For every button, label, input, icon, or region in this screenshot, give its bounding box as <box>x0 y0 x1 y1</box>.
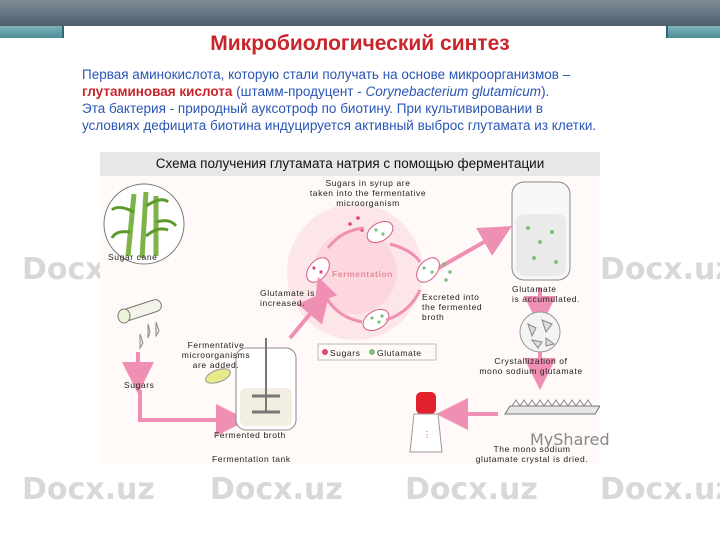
label-line: increased. <box>260 298 306 308</box>
top-bar <box>0 0 720 26</box>
label-line: mono sodium glutamate <box>479 366 583 376</box>
accent-right <box>666 26 720 38</box>
crystal-icon <box>519 311 561 353</box>
intro-text: Первая аминокислота, которую стали получ… <box>82 66 682 134</box>
strain-text: (штамм-продуцент - <box>232 84 366 99</box>
label-line: the fermented <box>422 302 483 312</box>
label-line: Crystallization of <box>494 356 568 366</box>
text-line-2: глутаминовая кислота (штамм-продуцент - … <box>82 83 682 100</box>
label-line: The mono sodium <box>493 444 571 454</box>
legend-glutamate-dot <box>369 349 375 355</box>
label-fermentative-microorganisms: Fermentative microorganisms are added. <box>170 340 262 370</box>
watermark: Docx.uz <box>210 472 343 507</box>
watermark: Docx.uz <box>22 472 155 507</box>
capsule-icon <box>205 368 231 384</box>
myshared-logo: MyShared <box>530 430 610 449</box>
arrow-tank-up <box>288 289 331 340</box>
label-line: are added. <box>192 360 240 370</box>
label-sugar-cane: Sugar cane <box>108 252 158 262</box>
label-line: microorganisms <box>181 350 251 360</box>
label-glutamate-accumulated: Glutamate is accumulated. <box>512 284 580 304</box>
label-line: broth <box>422 312 445 322</box>
legend-sugar-dot <box>322 349 328 355</box>
arrow-sugars-to-tank <box>138 390 248 436</box>
watermark: Docx.uz <box>600 472 720 507</box>
watermark: Docx.uz <box>600 252 720 287</box>
label-fermented-broth: Fermented broth <box>214 430 286 440</box>
label-line: is accumulated. <box>512 294 581 304</box>
label-line: taken into the fermentative <box>309 188 427 198</box>
fermentation-tank-icon <box>235 338 297 431</box>
accumulation-tank-icon <box>511 181 571 281</box>
scheme-title: Схема получения глутамата натрия с помощ… <box>100 152 600 176</box>
label-line: glutamate crystal is dried. <box>475 454 589 464</box>
label-fermentation-tank: Fermentation tank <box>212 454 291 464</box>
cut-cane-icon <box>117 299 162 350</box>
label-line: Glutamate is <box>260 288 315 298</box>
sugar-cane-icon <box>103 183 185 265</box>
label-glutamate-increased: Glutamate is increased. <box>260 288 315 308</box>
strain-text-end: ). <box>541 84 550 99</box>
legend-box <box>317 343 437 361</box>
legend-sugars: Sugars <box>330 348 361 358</box>
legend-glutamate: Glutamate <box>377 348 422 358</box>
label-sugars: Sugars <box>124 380 155 390</box>
label-line: Excreted into <box>422 292 480 302</box>
accent-left <box>0 26 64 38</box>
glutamic-acid-highlight: глутаминовая кислота <box>82 84 233 99</box>
slide-title: Микробиологический синтез <box>210 32 510 55</box>
label-line: Fermentative <box>187 340 245 350</box>
svg-text:⋮: ⋮ <box>423 430 431 439</box>
scheme-illustration: ⋮ <box>103 181 600 453</box>
label-crystal-dried: The mono sodium glutamate crystal is dri… <box>464 444 600 464</box>
drying-belt-icon <box>504 399 600 415</box>
text-line-3: Эта бактерия - природный ауксотроф по би… <box>82 101 544 116</box>
msg-bottle-icon: ⋮ <box>409 392 443 453</box>
microorganism-cells <box>306 216 452 331</box>
watermark: Docx.uz <box>405 472 538 507</box>
strain-name: Corynebacterium glutamicum <box>365 84 542 99</box>
label-sugars-in-syrup: Sugars in syrup are taken into the ferme… <box>298 178 438 208</box>
label-line: Glutamate <box>512 284 557 294</box>
label-excreted: Excreted into the fermented broth <box>422 292 482 322</box>
text-line-1: Первая аминокислота, которую стали получ… <box>82 67 571 82</box>
text-line-4: условиях дефицита биотина индуцируется а… <box>82 118 597 133</box>
label-line: Sugars in syrup are <box>325 178 411 188</box>
label-line: microorganism <box>336 198 400 208</box>
label-crystallization: Crystallization of mono sodium glutamate <box>462 356 600 376</box>
fermentation-scheme: Схема получения глутамата натрия с помощ… <box>100 152 600 464</box>
cycle-arrows <box>322 226 422 324</box>
label-fermentation: Fermentation <box>332 269 394 279</box>
